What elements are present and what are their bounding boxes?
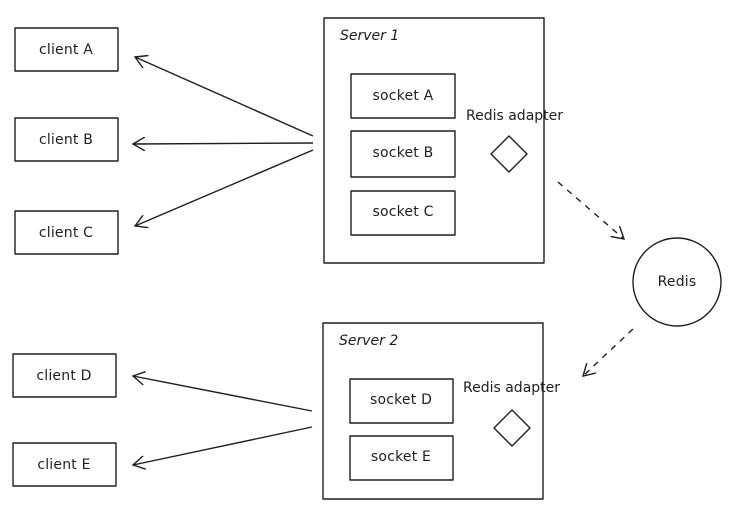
socket-label-c: socket C xyxy=(372,204,434,220)
socket-label-d: socket D xyxy=(369,392,433,408)
client-label-a: client A xyxy=(38,42,94,58)
socket-box-a xyxy=(350,73,456,119)
server-1-box xyxy=(323,17,545,264)
socket-label-a: socket A xyxy=(372,88,434,104)
redis-adapter-diamond-1 xyxy=(490,135,528,173)
arrow-adapter1-to-redis xyxy=(557,181,624,239)
client-box-e xyxy=(12,442,117,487)
arrow-server1-to-client-a xyxy=(135,57,314,137)
client-label-d: client D xyxy=(36,368,92,384)
redis-adapter-label-1: Redis adapter xyxy=(466,108,564,124)
arrow-redis-to-adapter2 xyxy=(583,328,634,376)
arrow-server1-to-client-b xyxy=(133,143,314,144)
client-box-b xyxy=(14,117,119,162)
socket-label-e: socket E xyxy=(370,449,432,465)
server-2-box xyxy=(322,322,544,500)
client-label-e: client E xyxy=(37,457,91,473)
socket-box-b xyxy=(350,130,456,178)
redis-adapter-diamond-2 xyxy=(493,409,531,447)
redis-circle xyxy=(632,237,722,327)
client-box-d xyxy=(12,353,117,398)
arrow-server2-to-client-d xyxy=(133,376,313,412)
client-label-b: client B xyxy=(38,132,94,148)
socket-box-d xyxy=(349,378,454,424)
socket-box-c xyxy=(350,190,456,236)
server-1-title: Server 1 xyxy=(340,28,400,44)
socket-label-b: socket B xyxy=(372,145,434,161)
client-box-c xyxy=(14,210,119,255)
redis-label: Redis xyxy=(657,274,697,290)
socket-box-e xyxy=(349,435,454,481)
client-box-a xyxy=(14,27,119,72)
redis-adapter-label-2: Redis adapter xyxy=(463,380,561,396)
server-2-title: Server 2 xyxy=(339,333,399,349)
client-label-c: client C xyxy=(38,225,94,241)
arrow-server1-to-client-c xyxy=(135,149,314,226)
arrow-server2-to-client-e xyxy=(133,426,313,465)
